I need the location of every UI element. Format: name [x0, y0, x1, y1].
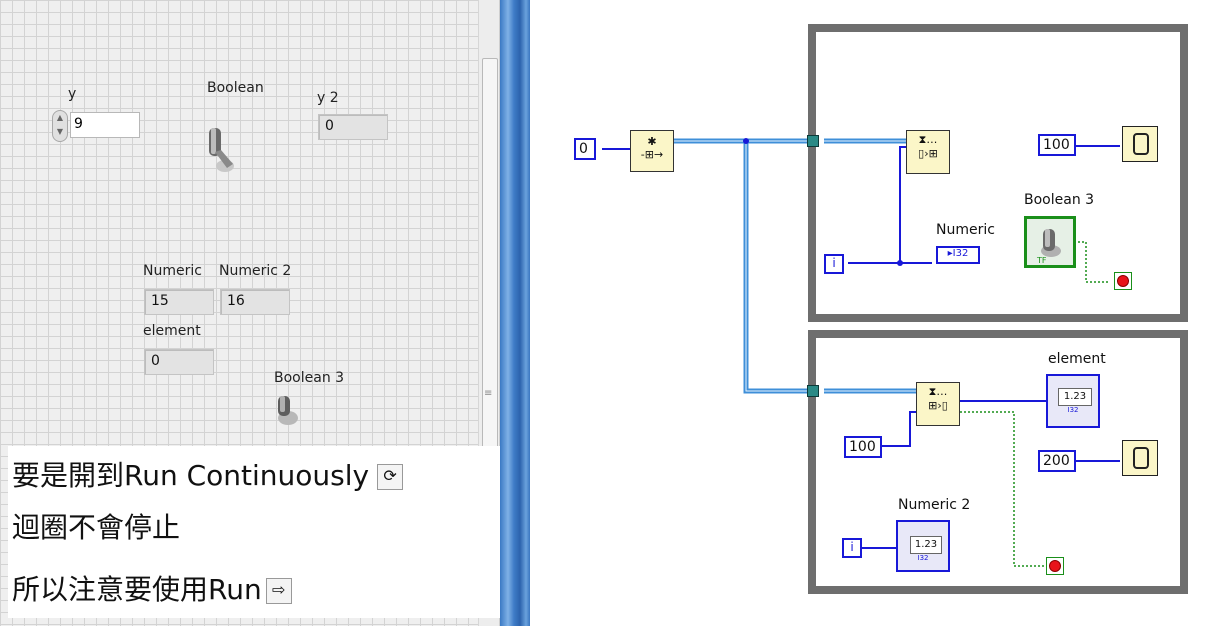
y2-label: y 2	[317, 90, 339, 106]
element-terminal-value: 1.23	[1058, 388, 1092, 406]
iteration-terminal-bottom[interactable]: i	[842, 538, 862, 558]
wait-ms-top-node[interactable]	[1122, 126, 1158, 162]
wait-clock-icon	[1133, 133, 1149, 155]
bottom-loop-tunnel	[807, 385, 819, 397]
top-while-loop	[808, 24, 1188, 322]
boolean3-switch-icon	[1041, 229, 1061, 257]
numeric-terminal[interactable]: ▸I32	[936, 246, 980, 264]
wait-ms-bottom-node[interactable]	[1122, 440, 1158, 476]
bd-numeric-label: Numeric	[936, 222, 995, 238]
numeric-label: Numeric	[143, 263, 202, 279]
block-diagram: 0 ✱-⊞→ ⧗…▯›⊞ 100 Numeric ▸I32 i Boolean …	[530, 0, 1226, 626]
annotation-note: 要是開到Run Continuously ⟳ 迴圈不會停止 所以注意要使用Run⇨	[8, 446, 500, 618]
note-line-1-text: 要是開到Run Continuously	[12, 459, 370, 492]
run-arrow-icon: ⇨	[265, 578, 292, 604]
numeric2-terminal-type: I32	[917, 554, 929, 562]
stop-terminal-top[interactable]	[1114, 272, 1132, 290]
wait-bottom-constant[interactable]: 200	[1038, 450, 1076, 472]
y-label: y	[68, 86, 77, 102]
dequeue-element-node[interactable]: ⧗…⊞›▯	[916, 382, 960, 426]
y-numeric-control[interactable]: 9	[70, 112, 140, 138]
note-line-1: 要是開到Run Continuously ⟳	[12, 454, 404, 494]
bd-numeric2-label: Numeric 2	[898, 497, 971, 513]
obtain-queue-icon: ✱-⊞→	[640, 135, 664, 161]
boolean3-switch[interactable]	[272, 392, 302, 432]
dequeue-icon: ⧗…⊞›▯	[928, 385, 948, 412]
numeric-terminal-type: I32	[952, 248, 969, 259]
note-line-3-text: 所以注意要使用Run	[12, 573, 262, 606]
boolean3-label: Boolean 3	[274, 370, 345, 386]
element-label: element	[143, 323, 201, 339]
bottom-while-loop	[808, 330, 1188, 594]
bd-boolean3-label: Boolean 3	[1024, 192, 1095, 208]
top-loop-tunnel	[807, 135, 819, 147]
numeric2-terminal[interactable]: 1.23 I32	[896, 520, 950, 572]
numeric-indicator: 15	[144, 289, 214, 315]
queue-size-constant[interactable]: 0	[574, 138, 596, 160]
numeric2-indicator: 16	[220, 289, 290, 315]
note-line-2: 迴圈不會停止	[12, 511, 181, 544]
queue-refnum-wires	[670, 138, 918, 394]
y2-indicator: 0	[318, 114, 388, 140]
element-terminal-type: I32	[1067, 406, 1079, 414]
boolean3-type: TF	[1037, 256, 1047, 265]
stop-icon	[1117, 275, 1129, 287]
wires-and-loops	[602, 24, 1188, 594]
window-divider	[500, 0, 530, 626]
stop-icon-bottom	[1049, 560, 1061, 572]
element-indicator: 0	[144, 349, 214, 375]
stop-terminal-bottom[interactable]	[1046, 557, 1064, 575]
note-line-3: 所以注意要使用Run⇨	[12, 568, 292, 608]
scrollbar-grip-icon: ≡	[484, 388, 493, 399]
enqueue-icon: ⧗…▯›⊞	[918, 133, 938, 160]
timeout-constant[interactable]: 100	[844, 436, 882, 458]
enqueue-element-node[interactable]: ⧗…▯›⊞	[906, 130, 950, 174]
element-terminal[interactable]: 1.23 I32	[1046, 374, 1100, 428]
numeric2-label: Numeric 2	[219, 263, 292, 279]
boolean3-terminal[interactable]: TF	[1024, 216, 1076, 268]
y-increment-decrement[interactable]: ▲▼	[52, 110, 68, 142]
numeric2-terminal-value: 1.23	[910, 536, 942, 554]
iteration-terminal-top[interactable]: i	[824, 254, 844, 274]
run-continuously-icon: ⟳	[377, 464, 404, 490]
wait-top-constant[interactable]: 100	[1038, 134, 1076, 156]
wait-clock-icon-bottom	[1133, 447, 1149, 469]
bd-element-label: element	[1048, 351, 1106, 367]
obtain-queue-node[interactable]: ✱-⊞→	[630, 130, 674, 172]
boolean-label: Boolean	[207, 80, 264, 96]
boolean-toggle-switch[interactable]	[203, 124, 239, 176]
